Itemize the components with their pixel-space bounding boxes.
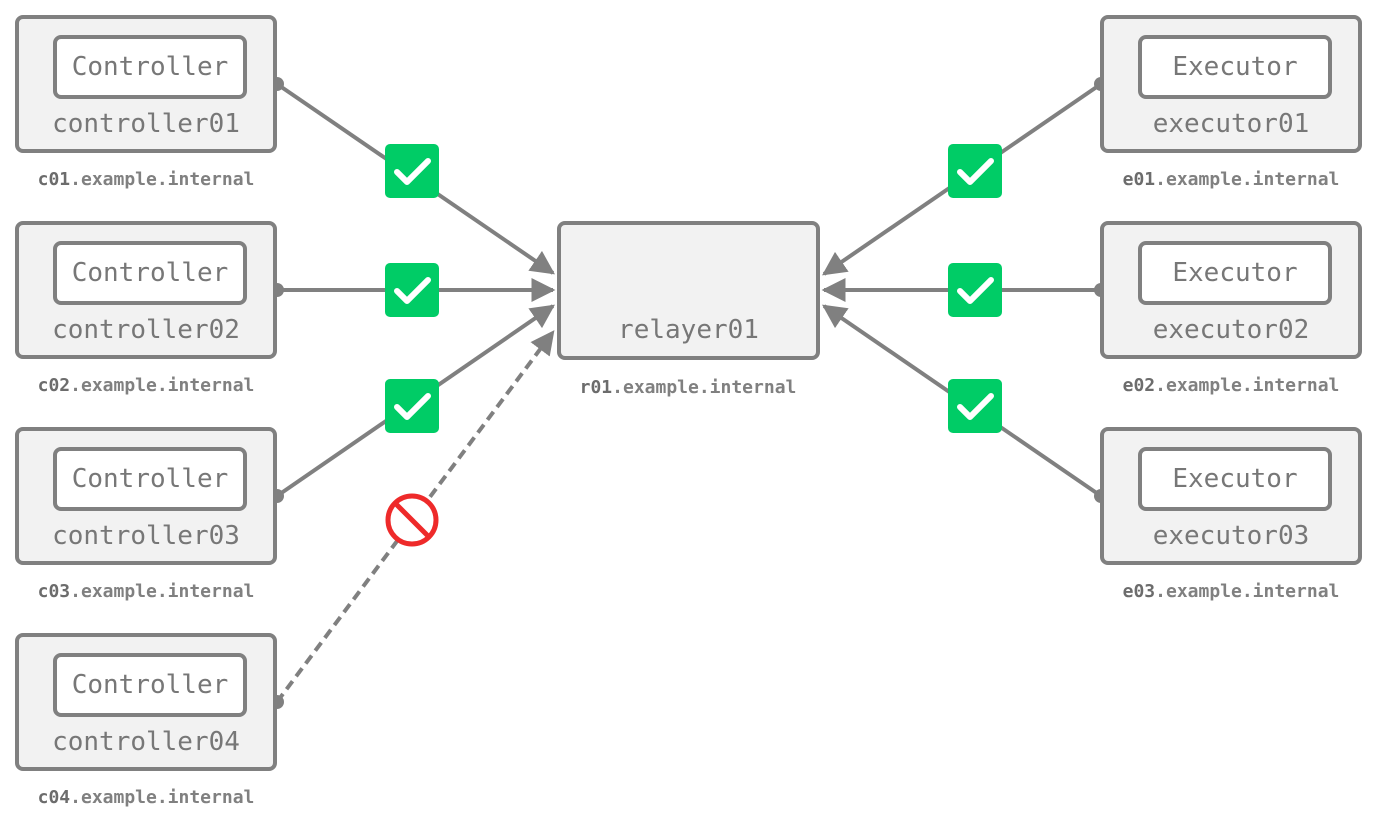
executor-node-1: Executor executor01 (1100, 15, 1362, 153)
host-label: c02.example.internal (0, 374, 296, 398)
check-icon (385, 379, 439, 433)
node-name: controller03 (52, 521, 240, 551)
prohibited-icon (385, 493, 439, 547)
host-label: c01.example.internal (0, 168, 296, 192)
check-icon (385, 263, 439, 317)
host-suffix: .example.internal (70, 375, 255, 396)
role-label: Controller (53, 35, 247, 99)
role-label: Executor (1138, 35, 1332, 99)
host-suffix: .example.internal (1155, 169, 1340, 190)
check-icon (948, 379, 1002, 433)
host-prefix: r01 (579, 377, 613, 398)
node-name: executor03 (1152, 521, 1310, 551)
host-label: r01.example.internal (538, 376, 838, 400)
controller-node-4: Controller controller04 (15, 633, 277, 771)
node-name: controller02 (52, 315, 240, 345)
check-icon (948, 144, 1002, 198)
host-label: e02.example.internal (1081, 374, 1380, 398)
host-label: c03.example.internal (0, 580, 296, 604)
role-label: Executor (1138, 241, 1332, 305)
controller-node-2: Controller controller02 (15, 221, 277, 359)
executor-node-3: Executor executor03 (1100, 427, 1362, 565)
host-label: e01.example.internal (1081, 168, 1380, 192)
host-suffix: .example.internal (70, 787, 255, 808)
executor-node-2: Executor executor02 (1100, 221, 1362, 359)
role-label: Controller (53, 241, 247, 305)
host-prefix: e01 (1122, 169, 1156, 190)
host-suffix: .example.internal (612, 377, 797, 398)
host-label: e03.example.internal (1081, 580, 1380, 604)
host-prefix: c01 (37, 169, 71, 190)
controller-node-1: Controller controller01 (15, 15, 277, 153)
node-name: controller01 (52, 109, 240, 139)
host-suffix: .example.internal (1155, 581, 1340, 602)
node-name: executor01 (1152, 109, 1310, 139)
role-label: Executor (1138, 447, 1332, 511)
host-prefix: e02 (1122, 375, 1156, 396)
controller-node-3: Controller controller03 (15, 427, 277, 565)
host-label: c04.example.internal (0, 786, 296, 810)
check-icon (385, 144, 439, 198)
host-prefix: e03 (1122, 581, 1156, 602)
check-icon (948, 263, 1002, 317)
role-label: Controller (53, 653, 247, 717)
node-name: relayer01 (618, 315, 759, 345)
relayer-node: relayer01 (557, 221, 820, 360)
host-prefix: c02 (37, 375, 71, 396)
host-prefix: c03 (37, 581, 71, 602)
host-suffix: .example.internal (1155, 375, 1340, 396)
host-prefix: c04 (37, 787, 71, 808)
node-name: executor02 (1152, 315, 1310, 345)
node-name: controller04 (52, 727, 240, 757)
host-suffix: .example.internal (70, 581, 255, 602)
host-suffix: .example.internal (70, 169, 255, 190)
role-label: Controller (53, 447, 247, 511)
